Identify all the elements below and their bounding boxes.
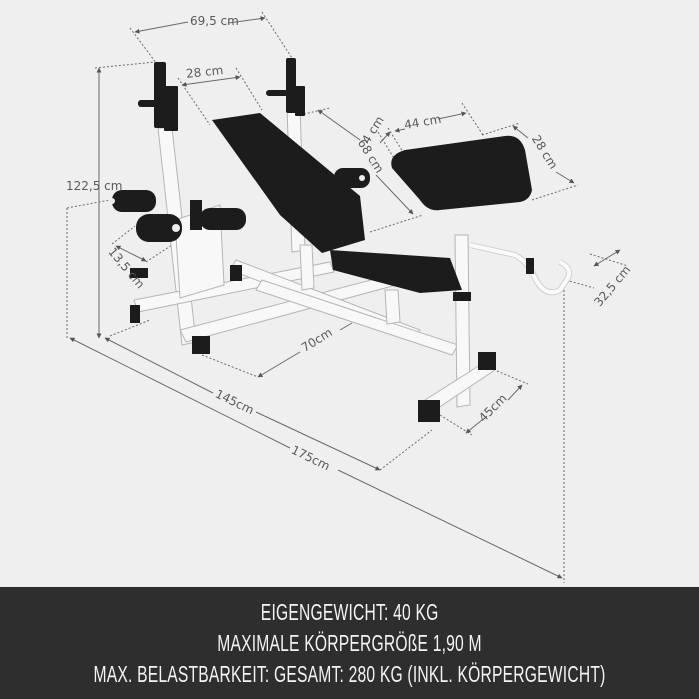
bench-pads	[112, 58, 534, 422]
spec-weight: EIGENGEWICHT: 40 KG	[260, 598, 439, 625]
dim-overall-width: 69,5 cm	[190, 14, 239, 28]
dim-backrest-width: 28 cm	[185, 63, 225, 81]
spec-max-height: MAXIMALE KÖRPERGRÖßE 1,90 M	[217, 629, 482, 656]
spec-max-load: MAX. BELASTBARKEIT: GESAMT: 280 KG (INKL…	[93, 660, 606, 687]
specifications-bar: EIGENGEWICHT: 40 KG MAXIMALE KÖRPERGRÖßE…	[0, 587, 699, 699]
dim-total-height: 122,5 cm	[66, 179, 123, 193]
dimension-lines	[66, 11, 629, 583]
product-diagram: 69,5 cm 28 cm 68 cm 4 cm 44 cm 28 cm 122…	[66, 11, 634, 583]
bench-illustration	[66, 11, 629, 583]
